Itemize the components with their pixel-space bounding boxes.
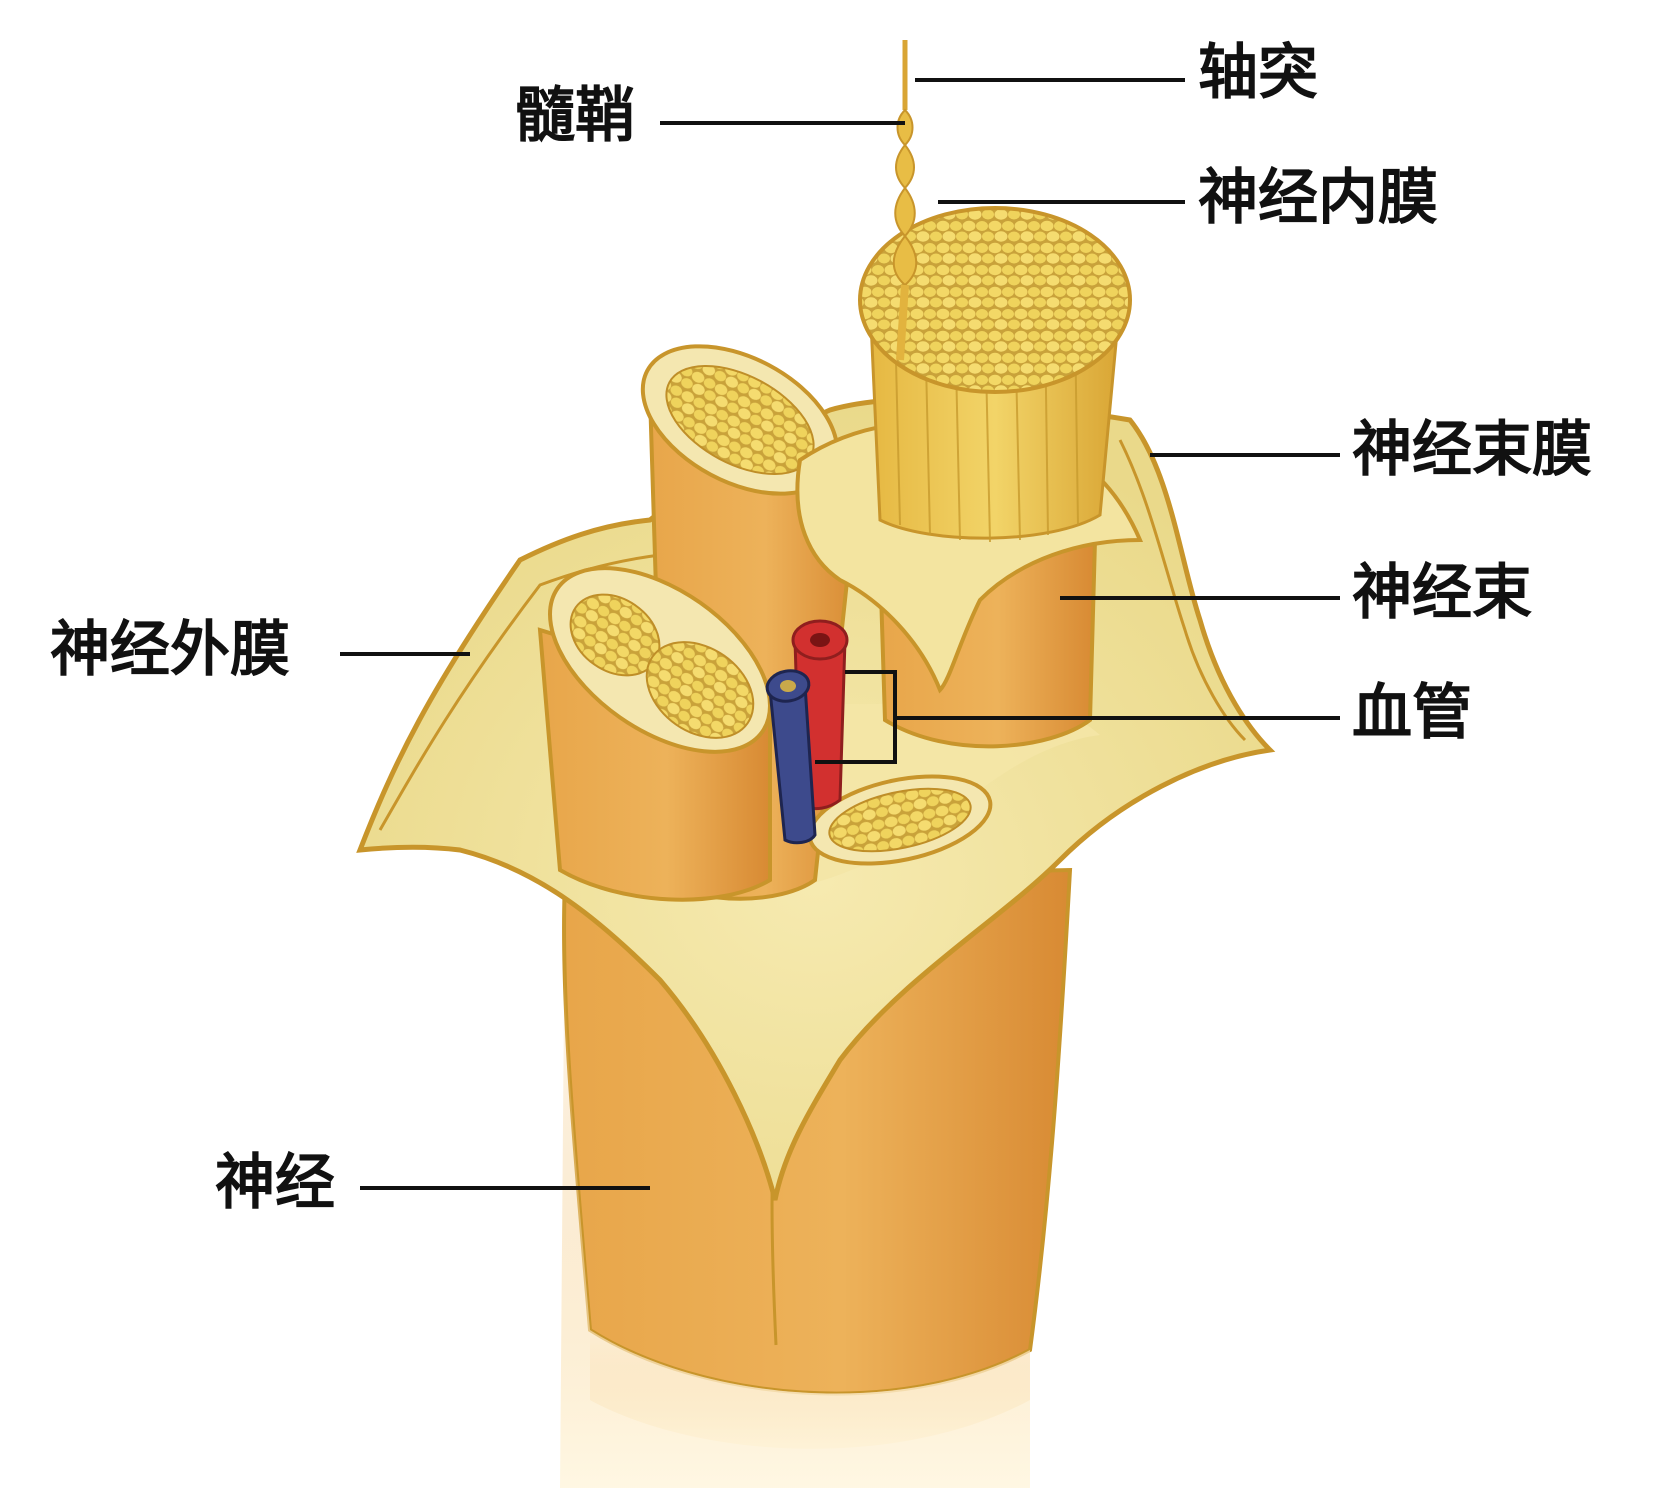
label-fascicle: 神经束 [1352,558,1532,628]
label-blood-vessel: 血管 [1352,678,1472,748]
fascicle-front-small [807,774,993,866]
leader-lines [340,78,1340,1190]
fascicle-left-front [537,566,772,902]
label-myelin: 髓鞘 [515,81,635,151]
axon-strand [892,40,918,361]
label-axon: 轴突 [1198,38,1318,108]
label-epineurium: 神经外膜 [50,615,290,685]
blood-vessels [765,619,849,845]
fiber-bundle [858,206,1132,543]
label-nerve: 神经 [215,1148,335,1218]
label-endoneurium: 神经内膜 [1198,163,1438,233]
label-perineurium: 神经束膜 [1352,415,1592,485]
